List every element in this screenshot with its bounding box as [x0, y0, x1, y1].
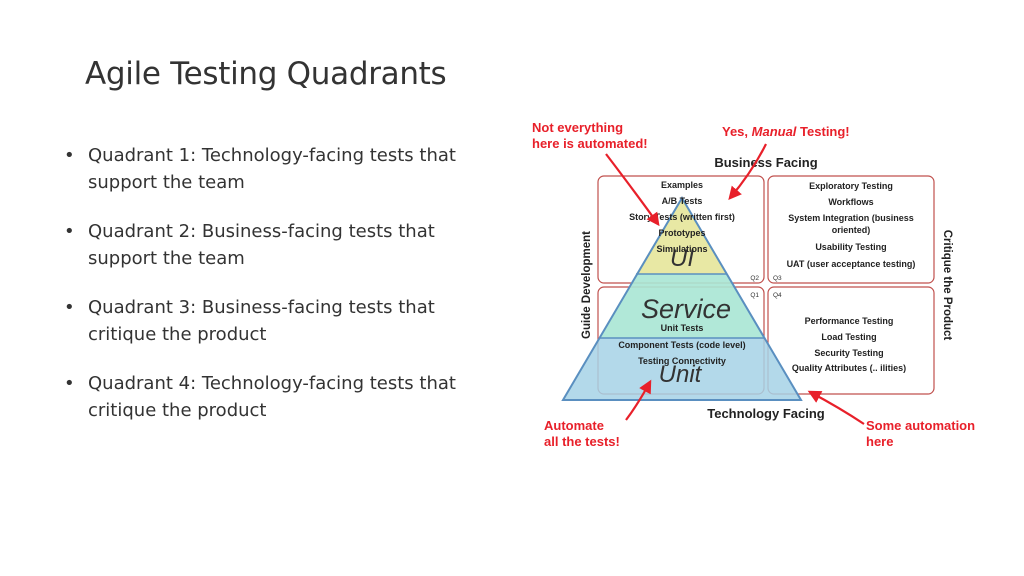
q4-item: Performance Testing: [805, 316, 894, 326]
q4-item: Quality Attributes (.. ilities): [792, 363, 906, 373]
annotation-not-automated-line2: here is automated!: [532, 136, 648, 151]
annotation-some-automation-line2: here: [866, 434, 893, 449]
pyramid-label-ui: UI: [670, 245, 694, 272]
pyramid-layer-ui: [636, 198, 727, 274]
arrow-automate-tests: [625, 379, 652, 421]
pyramid-label-service: Service: [641, 294, 731, 324]
q3-item: Exploratory Testing: [809, 181, 893, 191]
q2-item: Examples: [661, 180, 703, 190]
pyramid-outline: [561, 196, 803, 401]
quadrant-q4-items: Performance Testing Load Testing Securit…: [792, 316, 906, 373]
pyramid-layer-service: [600, 274, 764, 338]
annotation-some-automation-line1: Some automation: [866, 418, 975, 433]
q2-item: Story Tests (written first): [629, 212, 735, 222]
annotation-manual-emph: Manual: [752, 124, 797, 139]
axis-label-business-facing: Business Facing: [714, 155, 817, 170]
q2-item: Prototypes: [658, 228, 705, 238]
axis-label-critique-product: Critique the Product: [941, 230, 953, 341]
annotation-manual-prefix: Yes,: [722, 124, 752, 139]
quadrant-q3-items: Exploratory Testing Workflows System Int…: [787, 181, 916, 269]
pyramid-layer-unit: [563, 338, 801, 400]
q3-item: oriented): [832, 225, 871, 235]
quadrant-q2-items: Examples A/B Tests Story Tests (written …: [629, 180, 735, 254]
quadrant-label-q1: Q1: [750, 292, 759, 299]
quadrant-box-q4: [767, 286, 935, 395]
q3-item: System Integration (business: [788, 213, 914, 223]
q3-item: Workflows: [828, 197, 873, 207]
q4-item: Security Testing: [814, 348, 883, 358]
axis-label-technology-facing: Technology Facing: [707, 406, 825, 421]
annotation-automate-line1: Automate: [544, 418, 604, 433]
annotation-manual-testing: Yes, Manual Testing!: [722, 124, 850, 139]
quadrant-label-q2: Q2: [750, 275, 759, 282]
arrow-not-automated: [605, 153, 660, 227]
bullet-quadrant-3: Quadrant 3: Business-facing tests that c…: [62, 294, 482, 348]
quadrant-q1-items: Unit Tests Component Tests (code level) …: [618, 323, 745, 366]
annotation-not-automated-line1: Not everything: [532, 120, 623, 135]
q3-item: Usability Testing: [815, 242, 886, 252]
slide-title: Agile Testing Quadrants: [85, 56, 447, 92]
q1-item: Component Tests (code level): [618, 340, 745, 350]
axis-label-guide-development: Guide Development: [581, 231, 593, 339]
bullet-quadrant-4: Quadrant 4: Technology-facing tests that…: [62, 370, 482, 424]
annotation-manual-suffix: Testing!: [796, 124, 849, 139]
arrow-manual-testing: [728, 143, 767, 201]
q1-item: Unit Tests: [661, 323, 704, 333]
quadrant-label-q3: Q3: [773, 275, 782, 282]
bullet-list: Quadrant 1: Technology-facing tests that…: [62, 142, 482, 446]
bullet-quadrant-1: Quadrant 1: Technology-facing tests that…: [62, 142, 482, 196]
annotation-automate-line2: all the tests!: [544, 434, 620, 449]
q3-item: UAT (user acceptance testing): [787, 259, 916, 269]
quadrant-box-q3: [767, 175, 935, 284]
arrow-some-automation: [807, 390, 865, 425]
q2-item: Simulations: [656, 244, 707, 254]
q4-item: Load Testing: [821, 332, 876, 342]
q1-item: Testing Connectivity: [638, 356, 726, 366]
q2-item: A/B Tests: [662, 196, 703, 206]
quadrant-label-q4: Q4: [773, 292, 782, 299]
bullet-quadrant-2: Quadrant 2: Business-facing tests that s…: [62, 218, 482, 272]
pyramid-label-unit: Unit: [659, 361, 703, 388]
agile-quadrants-diagram: UI Service Unit Business Facing Technolo…: [532, 120, 975, 449]
